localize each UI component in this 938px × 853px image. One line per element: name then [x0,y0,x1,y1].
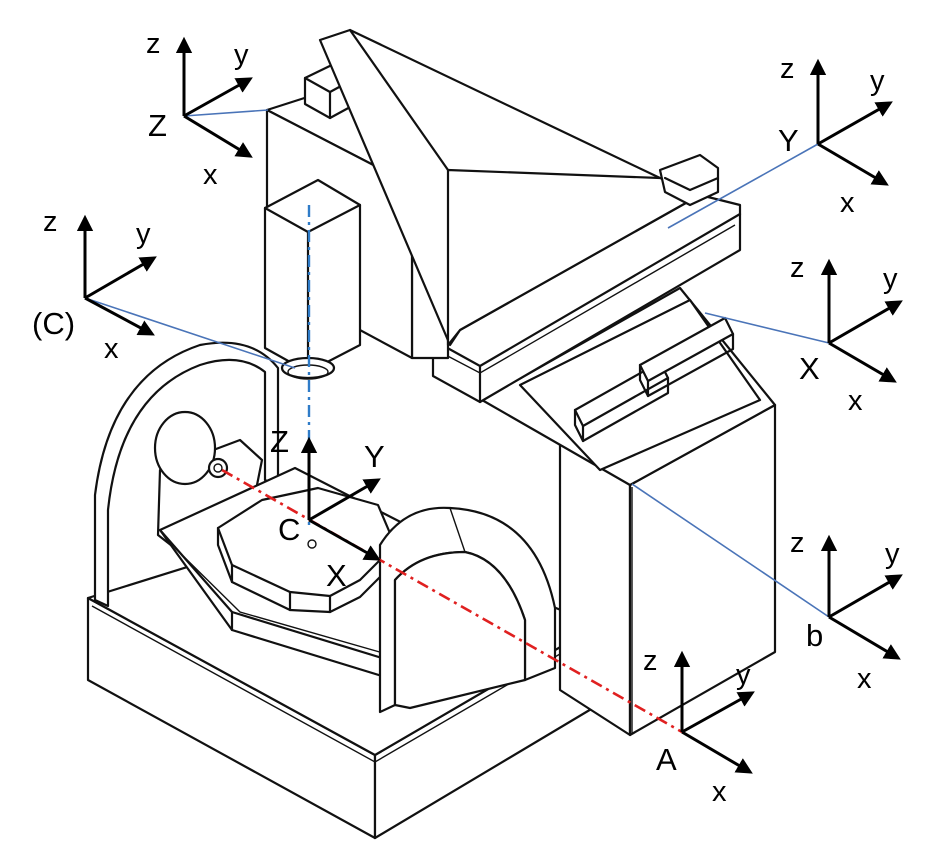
frame-z: z y x Z [146,28,253,191]
frame-c-tool-z-label: z [43,206,58,238]
machine-body [86,28,777,840]
frame-workpiece: Z Y X C [270,424,385,593]
frame-workpiece-origin-label: C [278,512,300,547]
frame-z-y-label: y [234,39,249,71]
frame-y-y-label: y [870,65,885,97]
frame-a: z y x A [643,645,755,808]
frame-b-y-label: y [885,538,900,570]
frame-workpiece-z-label: Z [270,424,289,459]
frame-y: z y x Y [778,53,893,219]
frame-c-tool-x-label: x [104,333,119,365]
frame-b-name: b [806,618,823,653]
frame-workpiece-x-label: X [326,558,347,593]
frame-y-name: Y [778,123,799,158]
frame-z-x-label: x [203,159,218,191]
frame-c-tool: z y x (C) [32,206,157,365]
frame-x-name: X [799,351,820,386]
leader-lines [84,109,830,618]
frame-b-z-label: z [790,527,805,559]
frame-a-z-label: z [643,645,658,677]
frame-x-z-label: z [790,252,805,284]
frame-a-x-label: x [712,776,727,808]
leader-y [667,143,819,229]
frame-a-name: A [656,742,677,777]
frame-x-x-label: x [848,385,863,417]
leader-z [183,109,269,117]
leader-c [84,297,296,369]
spindle [263,178,362,380]
leader-b [631,483,830,618]
frame-y-z-label: z [780,53,795,85]
frame-y-x-label: x [840,187,855,219]
x-saddle [518,298,762,472]
rotary-table [216,486,397,614]
frame-x: z y x X [790,252,903,417]
leader-x [704,312,830,344]
trunnion-right [378,506,557,714]
frame-workpiece-y-label: Y [364,439,385,474]
frame-c-tool-name: (C) [32,306,75,341]
frame-b: z y x b [790,527,903,695]
frame-a-y-label: y [736,659,751,691]
frame-c-tool-y-label: y [136,218,151,250]
frame-z-name: Z [148,108,167,143]
frame-b-x-label: x [857,663,872,695]
frame-z-z-label: z [146,28,161,60]
frame-x-y-label: y [883,263,898,295]
